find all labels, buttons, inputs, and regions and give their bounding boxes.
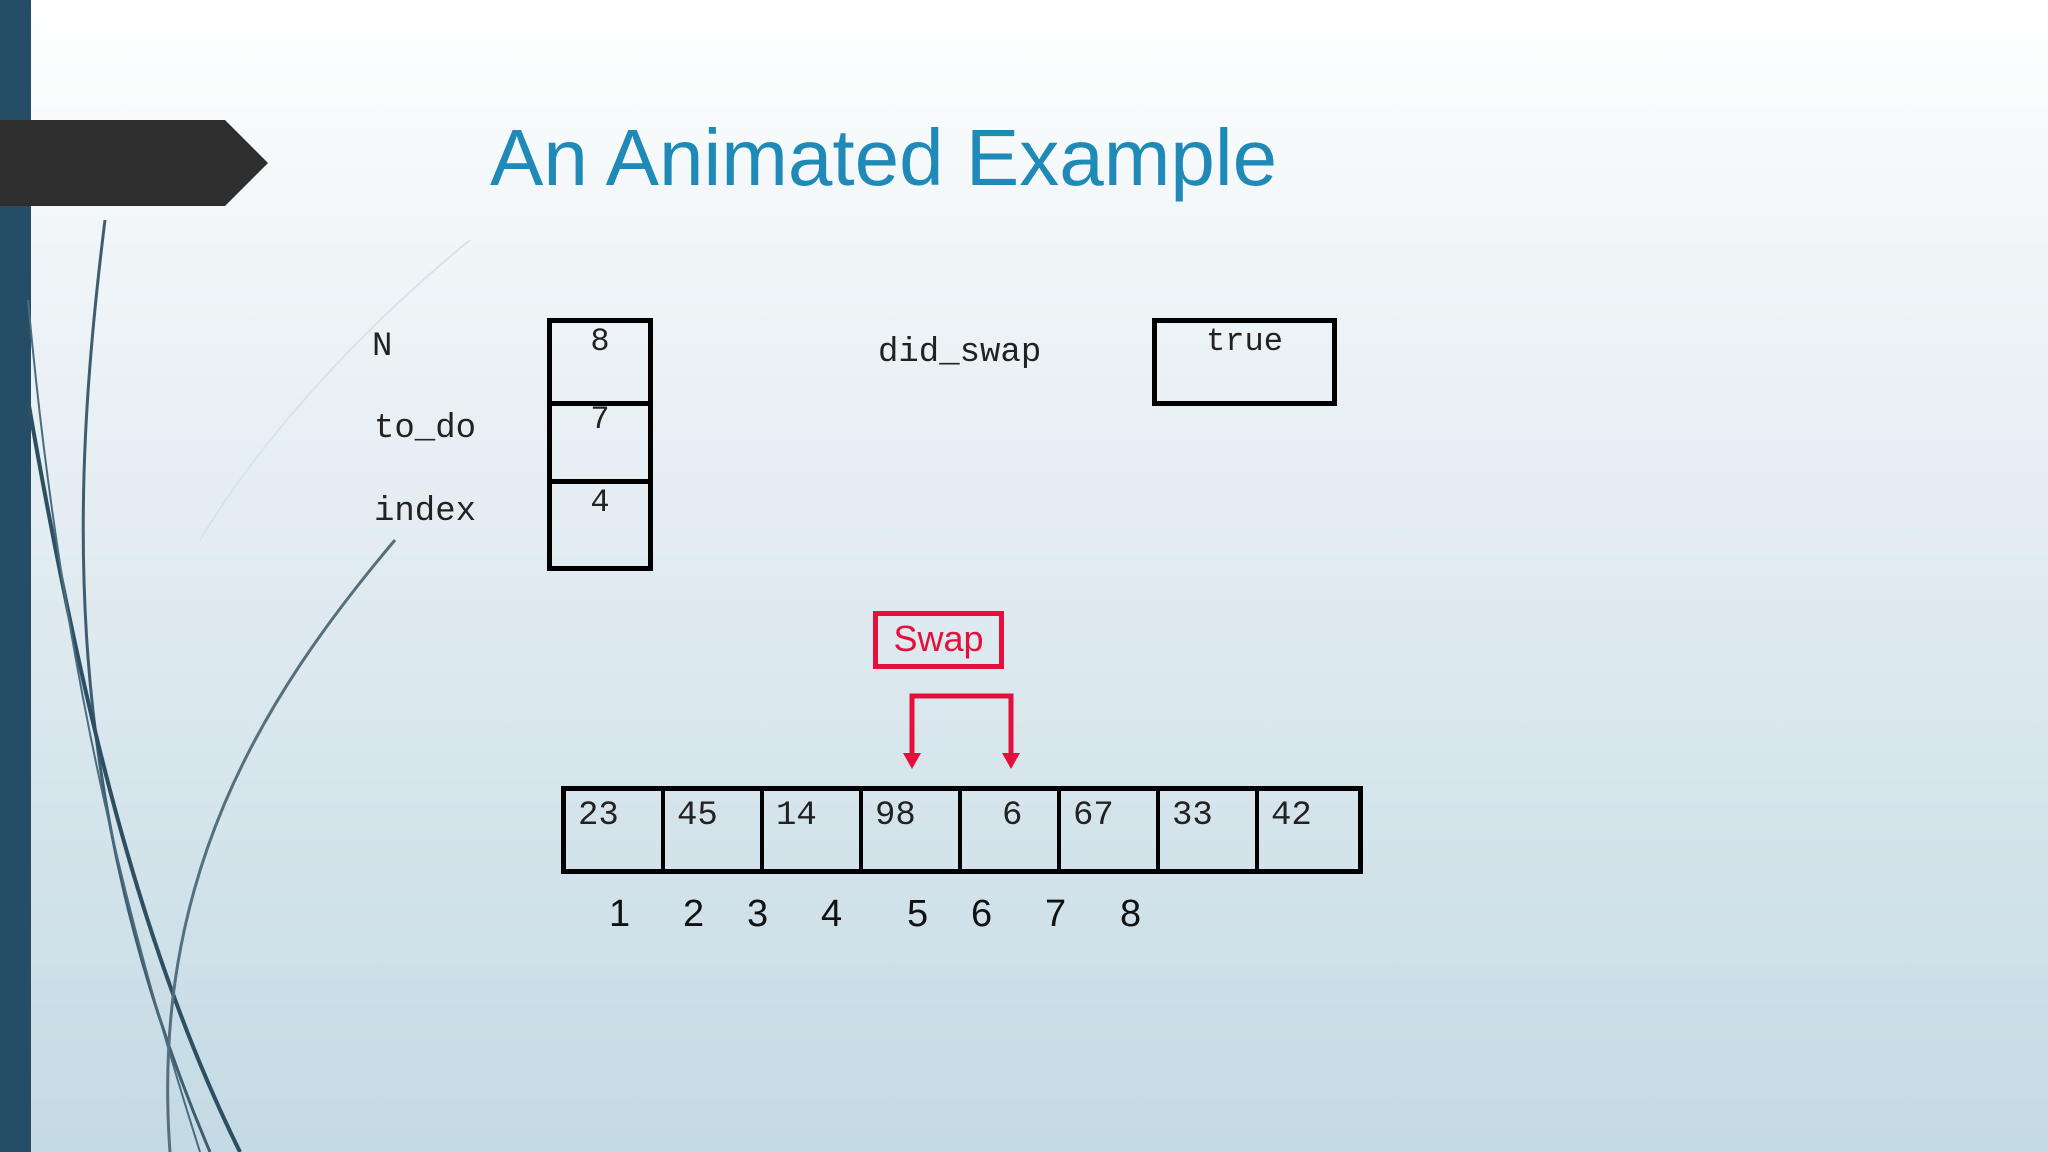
array-index: 1	[609, 893, 631, 935]
swap-arrow-head-right	[1002, 753, 1020, 769]
array-index: 2	[683, 893, 705, 935]
did-swap-value: true	[1206, 323, 1283, 360]
did-swap-value-box: true	[1152, 318, 1337, 406]
array-cell: 23	[566, 791, 665, 869]
swap-label-box: Swap	[873, 611, 1004, 669]
array-index: 4	[821, 893, 843, 935]
array-cell: 14	[764, 791, 863, 869]
array-cell-value: 45	[677, 797, 718, 835]
array-cell-value: 14	[776, 797, 817, 835]
to-do-label: to_do	[374, 410, 477, 448]
array-cell: 98	[863, 791, 962, 869]
array-cell-value: 23	[578, 797, 619, 835]
array-cell: 67	[1061, 791, 1160, 869]
array-cell-value: 67	[1073, 797, 1114, 835]
n-value: 8	[590, 323, 610, 360]
array-cell: 33	[1160, 791, 1259, 869]
slide-title: An Animated Example	[490, 113, 1278, 202]
index-value-box: 4	[547, 484, 653, 571]
did-swap-label: did_swap	[878, 334, 1042, 372]
array-index: 5	[907, 893, 929, 935]
array-index: 8	[1120, 893, 1142, 935]
n-label: N	[372, 328, 393, 366]
array-cell: 45	[665, 791, 764, 869]
index-label: index	[374, 493, 477, 531]
decorative-curves	[26, 219, 471, 1152]
array-cell-value: 33	[1172, 797, 1213, 835]
array-index: 7	[1045, 893, 1067, 935]
n-value-box: 8	[547, 318, 653, 406]
array-index: 6	[971, 893, 993, 935]
array-index: 3	[747, 893, 769, 935]
array-cell: 42	[1259, 791, 1358, 869]
array-cell-value: 98	[875, 797, 916, 835]
array-cell-value: 42	[1271, 797, 1312, 835]
swap-label: Swap	[893, 618, 984, 659]
array-cell-value: 6	[1002, 797, 1023, 835]
to-do-value-box: 7	[547, 401, 653, 484]
swap-arrow-head-left	[903, 753, 921, 769]
index-value: 4	[590, 484, 610, 521]
array-cell: 6	[962, 791, 1061, 869]
to-do-value: 7	[590, 401, 610, 438]
title-tab-shape	[0, 120, 268, 206]
array-row: 23 45 14 98 6 67 33 42	[561, 786, 1363, 874]
